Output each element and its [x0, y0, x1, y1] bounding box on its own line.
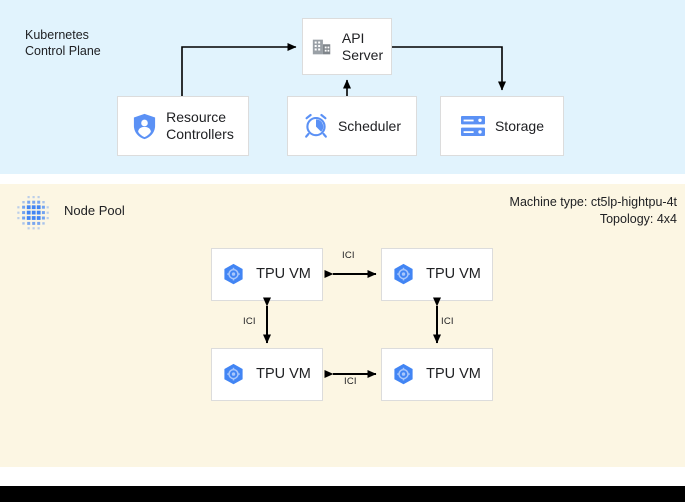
node-storage-label: Storage: [494, 117, 545, 134]
node-tpu-vm-0[interactable]: TPU VM: [211, 248, 323, 301]
node-storage[interactable]: Storage: [440, 96, 564, 156]
node-api-server-label: API Server: [341, 29, 384, 63]
shield-user-icon: [132, 113, 157, 140]
node-tpu-vm-3[interactable]: TPU VM: [381, 348, 493, 401]
node-tpu-vm-2-label: TPU VM: [256, 366, 311, 382]
ici-label-bottom: ICI: [344, 376, 357, 387]
node-tpu-vm-2[interactable]: TPU VM: [211, 348, 323, 401]
tpu-hexagon-icon: [223, 363, 244, 386]
node-pool-title: Node Pool: [64, 203, 125, 218]
node-tpu-vm-1[interactable]: TPU VM: [381, 248, 493, 301]
ici-label-top: ICI: [342, 250, 355, 261]
node-tpu-vm-1-label: TPU VM: [426, 266, 481, 282]
server-storage-icon: [460, 114, 486, 138]
node-tpu-vm-3-label: TPU VM: [426, 366, 481, 382]
machine-type-label: Machine type: ct5lp-hightpu-4t: [509, 195, 677, 209]
node-pool-dots-icon: [14, 194, 52, 232]
tpu-hexagon-icon: [393, 263, 414, 286]
office-building-icon: [311, 36, 333, 58]
control-plane-title: Kubernetes Control Plane: [25, 28, 101, 58]
node-resource-controllers[interactable]: Resource Controllers: [117, 96, 249, 156]
ici-label-right: ICI: [441, 316, 454, 327]
tpu-hexagon-icon: [223, 263, 244, 286]
node-resource-controllers-label: Resource Controllers: [166, 109, 234, 142]
bottom-bar: [0, 486, 685, 502]
topology-label: Topology: 4x4: [599, 212, 677, 226]
node-api-server[interactable]: API Server: [302, 18, 392, 75]
tpu-hexagon-icon: [393, 363, 414, 386]
alarm-clock-icon: [303, 113, 329, 139]
machine-info: Machine type: ct5lp-hightpu-4t Topology:…: [510, 194, 677, 228]
node-scheduler-label: Scheduler: [337, 117, 402, 134]
ici-label-left: ICI: [243, 316, 256, 327]
node-scheduler[interactable]: Scheduler: [287, 96, 417, 156]
node-tpu-vm-0-label: TPU VM: [256, 266, 311, 282]
node-pool-panel: [0, 184, 685, 467]
